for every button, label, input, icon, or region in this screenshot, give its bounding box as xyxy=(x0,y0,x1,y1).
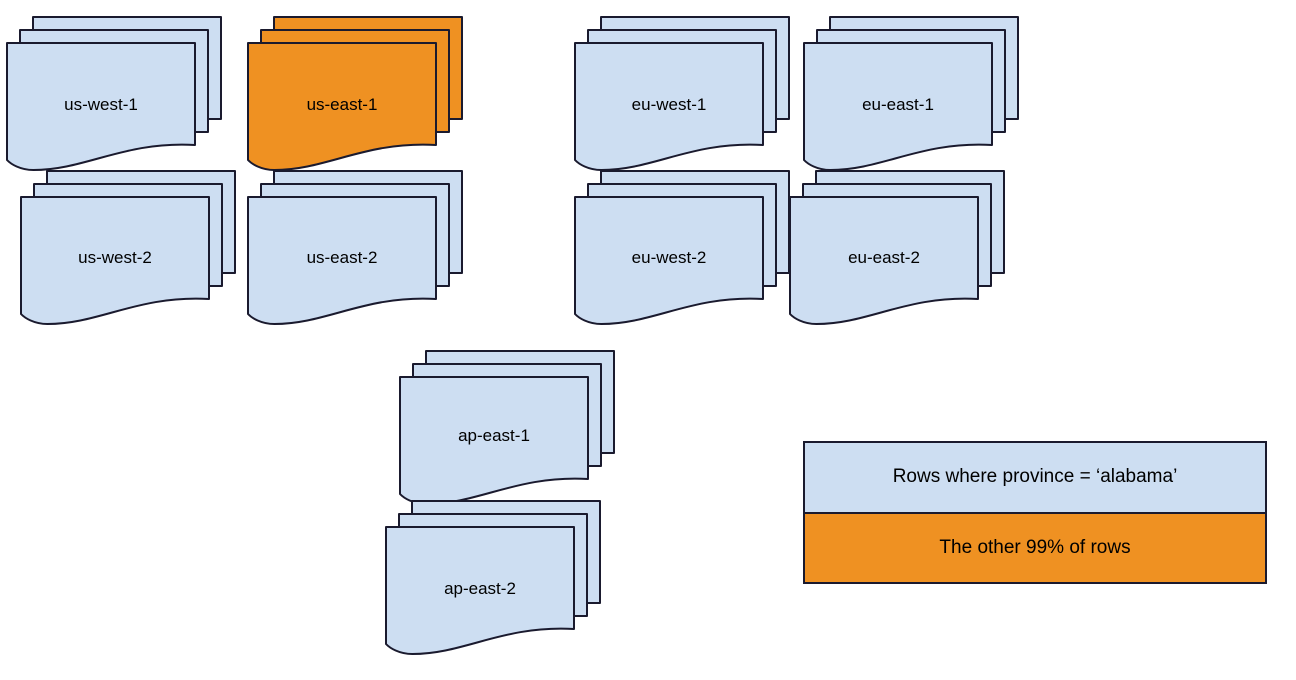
document-sheet-front xyxy=(574,42,764,171)
document-stack-us-east-1[interactable] xyxy=(246,15,464,174)
document-stack-eu-east-1[interactable] xyxy=(802,15,1020,174)
document-stack-ap-east-1[interactable] xyxy=(398,349,616,508)
legend-label-blue: Rows where province = ‘alabama’ xyxy=(892,466,1178,488)
color-legend: Rows where province = ‘alabama’ The othe… xyxy=(803,441,1267,584)
document-sheet-front xyxy=(385,526,575,655)
legend-row-orange: The other 99% of rows xyxy=(805,513,1265,582)
document-sheet-front xyxy=(20,196,210,325)
document-sheet-front xyxy=(574,196,764,325)
document-sheet-front xyxy=(6,42,196,171)
document-stack-us-east-2[interactable] xyxy=(246,169,464,328)
document-sheet-front xyxy=(247,42,437,171)
document-stack-eu-west-2[interactable] xyxy=(573,169,791,328)
legend-label-orange: The other 99% of rows xyxy=(939,536,1131,558)
document-sheet-front xyxy=(399,376,589,505)
document-stack-us-west-2[interactable] xyxy=(19,169,237,328)
document-stack-us-west-1[interactable] xyxy=(5,15,223,174)
document-stack-eu-east-2[interactable] xyxy=(788,169,1006,328)
document-sheet-front xyxy=(247,196,437,325)
document-sheet-front xyxy=(803,42,993,171)
legend-row-blue: Rows where province = ‘alabama’ xyxy=(805,443,1265,514)
document-sheet-front xyxy=(789,196,979,325)
document-stack-ap-east-2[interactable] xyxy=(384,499,602,658)
document-stack-eu-west-1[interactable] xyxy=(573,15,791,174)
